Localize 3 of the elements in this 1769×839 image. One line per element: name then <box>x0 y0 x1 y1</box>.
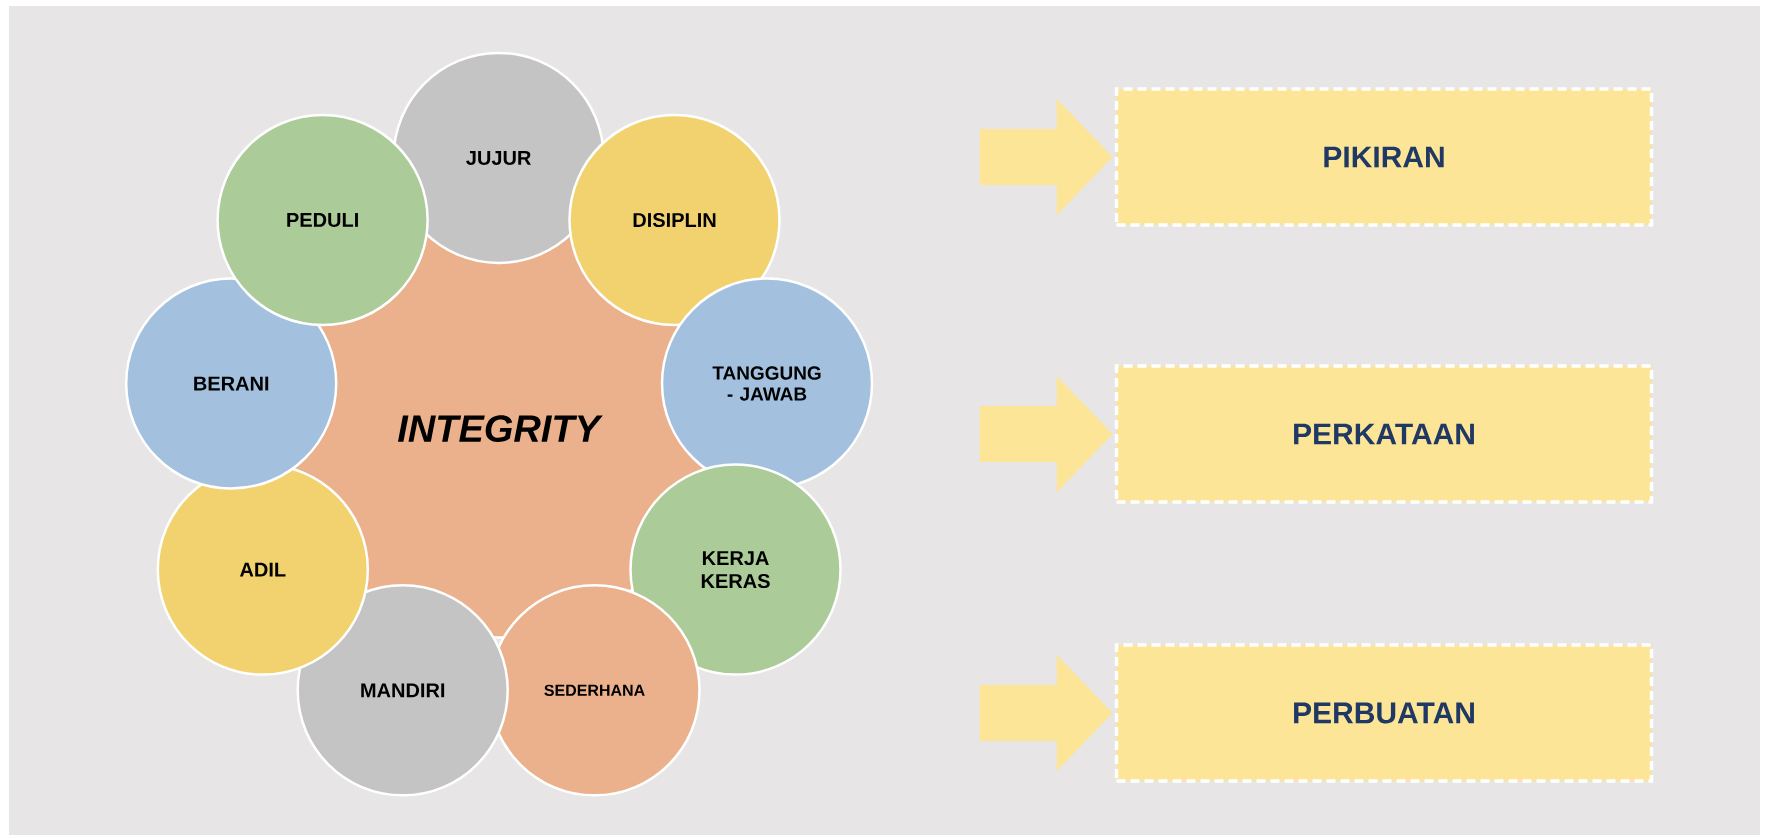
label-box: PERKATAAN <box>1114 364 1654 504</box>
label-box: PERBUATAN <box>1114 643 1654 783</box>
label-box: PIKIRAN <box>1114 87 1654 227</box>
